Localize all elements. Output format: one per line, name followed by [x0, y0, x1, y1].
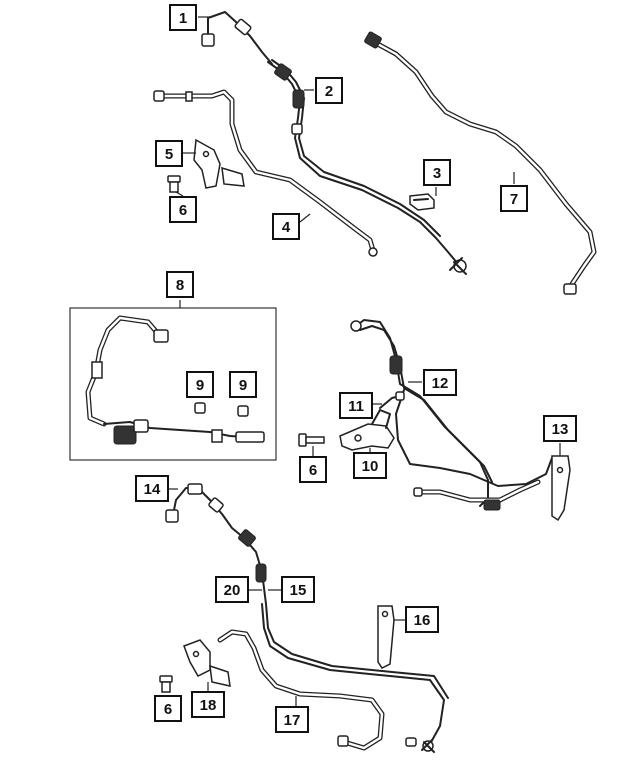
- callout-4: 4: [272, 213, 300, 240]
- svg-text:11: 11: [348, 398, 364, 415]
- short-tube-part: [379, 391, 405, 409]
- svg-text:7: 7: [510, 191, 518, 208]
- callout-5: 5: [155, 140, 183, 167]
- callout-14: 14: [135, 475, 169, 502]
- svg-text:3: 3: [433, 165, 441, 182]
- bolt-part-top: [167, 175, 181, 193]
- callout-20: 20: [215, 576, 249, 603]
- brake-hose-middle: [350, 319, 553, 511]
- callout-2: 2: [315, 77, 343, 104]
- svg-text:12: 12: [432, 375, 449, 392]
- callout-10: 10: [353, 452, 387, 479]
- svg-text:20: 20: [224, 582, 241, 599]
- svg-text:1: 1: [179, 10, 187, 27]
- svg-text:15: 15: [290, 582, 307, 599]
- nut-part-b: [237, 405, 249, 417]
- brake-tube-lower: [217, 629, 385, 751]
- svg-text:13: 13: [552, 421, 569, 438]
- callout-8: 8: [166, 271, 194, 298]
- leader-lines: [166, 16, 561, 706]
- svg-text:9: 9: [196, 377, 204, 394]
- callout-3: 3: [423, 159, 451, 186]
- bolt-part-lower: [159, 675, 173, 693]
- bracket-plate-lower: [377, 605, 395, 669]
- callout-9-left: 9: [186, 371, 214, 398]
- svg-text:9: 9: [239, 377, 247, 394]
- brake-hose-upper: [201, 11, 467, 275]
- nut-part-a: [194, 402, 206, 414]
- brake-tube-right: [364, 31, 597, 295]
- bracket-part-lower: [183, 639, 231, 687]
- callout-11: 11: [339, 392, 373, 419]
- svg-text:14: 14: [144, 481, 161, 498]
- svg-text:18: 18: [200, 697, 217, 714]
- callout-15: 15: [281, 576, 315, 603]
- bracket-part: [193, 138, 245, 189]
- svg-text:8: 8: [176, 277, 184, 294]
- svg-text:5: 5: [165, 146, 173, 163]
- svg-text:6: 6: [309, 462, 317, 479]
- svg-text:4: 4: [282, 219, 291, 236]
- callout-6-middle: 6: [299, 456, 327, 483]
- svg-text:6: 6: [164, 701, 172, 718]
- bracket-part-middle: [339, 409, 395, 451]
- callout-16: 16: [405, 606, 439, 633]
- clip-part: [409, 193, 435, 211]
- callout-13: 13: [543, 415, 577, 442]
- callout-6-top: 6: [169, 196, 197, 223]
- callout-17: 17: [275, 706, 309, 733]
- callout-9-right: 9: [229, 371, 257, 398]
- callout-6-lower: 6: [154, 695, 182, 722]
- long-hose-lower: [261, 603, 449, 753]
- brake-hose-lower: [165, 483, 267, 605]
- callout-18: 18: [191, 691, 225, 718]
- hose-assembly-part: [85, 315, 265, 445]
- svg-text:16: 16: [414, 612, 431, 629]
- svg-text:6: 6: [179, 202, 187, 219]
- callout-7: 7: [500, 185, 528, 212]
- callout-1: 1: [169, 4, 197, 31]
- svg-text:10: 10: [362, 458, 379, 475]
- bracket-plate-right: [551, 455, 571, 522]
- svg-text:17: 17: [284, 712, 301, 729]
- svg-text:2: 2: [325, 83, 333, 100]
- brake-tube-left: [153, 89, 378, 257]
- bolt-part-middle: [298, 433, 325, 447]
- part-8-group-frame: [69, 307, 277, 461]
- callout-12: 12: [423, 369, 457, 396]
